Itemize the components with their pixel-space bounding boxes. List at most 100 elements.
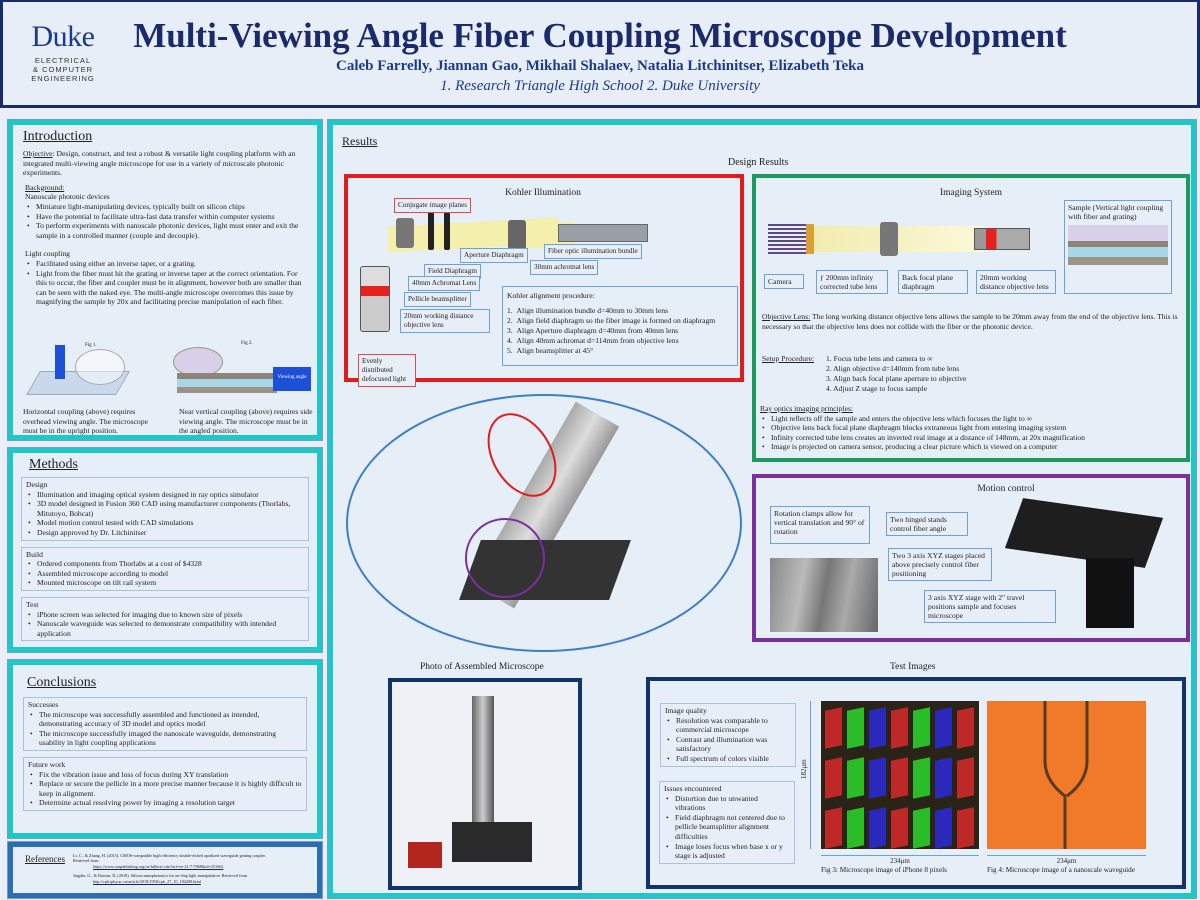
label-30mm-lens: 30mm achromat lens [530,260,599,275]
fig1-horizontal-coupling: Fig 1. [25,343,165,405]
pixel-subpixel [869,707,886,749]
methods-design: DesignIllumination and imaging optical s… [21,477,309,541]
objective-lens-image [360,266,390,332]
panel-title: Kohler Illumination [505,188,581,198]
design-results-title: Design Results [728,157,789,168]
pixel-subpixel [825,707,842,749]
fig1-caption: Horizontal coupling (above) requires ove… [23,407,148,436]
test-images-panel: Image qualityResolution was comparable t… [646,677,1186,889]
fig3-height-label: 182μm [800,759,808,779]
viewing-angle-arrow: Viewing angle [273,367,311,391]
fig3-caption: Fig 3: Microscope image of iPhone 8 pixe… [821,866,947,874]
label-camera: Camera [764,274,804,289]
test-images-title: Test Images [890,662,936,672]
panel-title: Imaging System [939,188,1002,198]
motion-control-panel: Motion control Rotation clamps allow for… [752,474,1190,642]
pixel-subpixel [847,807,864,849]
pixel-subpixel [869,757,886,799]
pixel-subpixel [957,807,974,849]
pixel-subpixel [891,757,908,799]
reference-link[interactable]: http://cpb.iphy.ac.cn/article/2018/1958/… [93,878,201,884]
conclusions-successes: SuccessesThe microscope was successfully… [23,697,307,751]
pixel-subpixel [913,707,930,749]
label-objective: 20mm working distance objective lens [976,270,1056,294]
motion-stage-image [1004,498,1164,568]
label-defocused-light: Evenly distributed defocused light [358,354,416,387]
label-pellicle: Pellicle beamsplitter [404,292,471,307]
pixel-subpixel [847,707,864,749]
ray-optics-principles: Ray optics imaging principles: Light ref… [760,404,1184,452]
camera-image [768,224,814,254]
label-aperture-diaphragm: Aperture Diaphragm [460,248,528,263]
label-rotation-clamps: Rotation clamps allow for vertical trans… [770,506,870,544]
label-fiber-bundle: Fiber optic illumination bundle [544,244,642,259]
pixel-subpixel [891,707,908,749]
conclusions-future-work: Future workFix the vibration issue and l… [23,756,307,811]
conclusions-panel: Conclusions SuccessesThe microscope was … [7,659,323,839]
panel-title: Motion control [977,484,1035,494]
pixel-subpixel [825,807,842,849]
pixel-subpixel [869,807,886,849]
reference-link[interactable]: https://www.osapublishing.org/oe/fulltex… [93,863,224,869]
objective-lens-description: Objective Lens: The long working distanc… [762,312,1178,331]
pixel-subpixel [913,757,930,799]
introduction-panel: Introduction Objective: Design, construc… [7,119,323,441]
results-heading: Results [342,134,378,148]
logo-word: Duke [31,20,95,53]
affiliations: 1. Research Triangle High School 2. Duke… [440,78,760,94]
setup-procedure: 1. Focus tube lens and camera to ∞2. Ali… [826,354,967,393]
fig4-width-label: 234μm [1056,857,1077,865]
methods-build: BuildOrdered components from Thorlabs at… [21,546,309,591]
pixel-subpixel [847,757,864,799]
objective-text: Objective: Design, construct, and test a… [23,149,296,178]
kohler-illumination-panel: Kohler Illumination Conjugate image plan… [344,174,744,387]
label-back-focal-plane: Back focal plane diaphragm [898,270,968,294]
label-xyz-stages-fiber: Two 3 axis XYZ stages placed above preci… [888,548,992,581]
fig4-waveguide-image [987,701,1146,849]
pixel-subpixel [935,757,952,799]
label-objective: 20mm working distance objective lens [400,309,490,333]
pixel-subpixel [935,807,952,849]
label-40mm-lens: 40mm Achromat Lens [408,276,481,291]
fig2-caption: Near vertical coupling (above) requires … [179,407,313,436]
fig2-vertical-coupling: Viewing angle Fig 2. [173,339,313,405]
reference-list: Li, C., & Zhang, H. (2013). CMOS-compati… [73,853,283,884]
rotation-clamp-image [770,558,878,632]
pixel-subpixel [957,707,974,749]
fig3-iphone-pixels-image [821,701,979,849]
imaging-system-panel: Imaging System Camera ƒ 200mm infinity c… [752,174,1190,462]
references-panel: References Li, C., & Zhang, H. (2013). C… [7,841,323,899]
kohler-procedure: Kohler alignment procedure: 1. Align ill… [502,286,738,366]
pixel-subpixel [913,807,930,849]
references-heading: References [25,854,65,864]
label-hinged-stands: Two hinged stands control fiber angle [886,512,968,536]
assembled-microscope-photo [388,678,582,890]
microscope-render-callout [346,394,742,652]
poster-header [0,0,1200,108]
section-heading: Methods [29,457,78,472]
poster-title: Multi-Viewing Angle Fiber Coupling Micro… [133,16,1067,55]
image-quality: Image qualityResolution was comparable t… [660,703,796,767]
fig4-caption: Fig 4: Microscope image of a nanoscale w… [987,866,1135,874]
fig3-width-label: 234μm [890,857,910,865]
setup-procedure-label: Setup Procedure: [762,354,815,363]
section-heading: Conclusions [27,675,97,690]
photo-title: Photo of Assembled Microscope [420,662,544,672]
methods-test: TestiPhone screen was selected for imagi… [21,596,309,642]
pixel-subpixel [825,757,842,799]
label-xyz-stage-sample: 3 axis XYZ stage with 2" travel position… [924,590,1056,623]
pixel-subpixel [891,807,908,849]
label-sample: Sample (Vertical light coupling with fib… [1064,200,1172,294]
pixel-subpixel [957,757,974,799]
background: Background: Nanoscale photonic devices M… [23,183,307,307]
section-heading: Introduction [23,129,93,144]
label-tube-lens: ƒ 200mm infinity corrected tube lens [816,270,888,294]
viewing-angle-arrow [55,345,65,379]
methods-panel: Methods DesignIllumination and imaging o… [7,447,323,653]
authors: Caleb Farrelly, Jiannan Gao, Mikhail Sha… [336,58,864,74]
pixel-subpixel [935,707,952,749]
label-conjugate-image-planes: Conjugate image planes [394,198,472,213]
issues-encountered: Issues encounteredDistortion due to unwa… [659,781,795,864]
